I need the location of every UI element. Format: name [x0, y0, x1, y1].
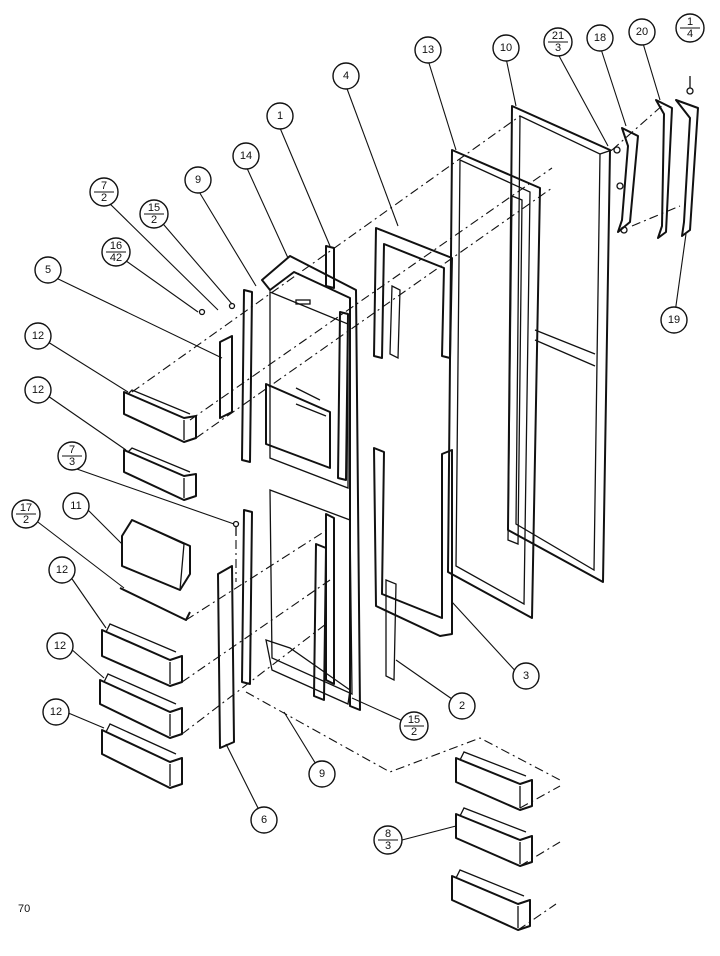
door-bin: [455, 807, 533, 867]
svg-text:10: 10: [500, 42, 512, 54]
callout-13: 13: [414, 36, 442, 64]
door-gasket: [447, 149, 541, 619]
svg-text:15: 15: [408, 714, 420, 726]
callout-17-2: 17 2: [11, 499, 41, 529]
door-liner-upper: [373, 227, 453, 360]
callout-12-b: 12: [24, 376, 52, 404]
callout-4: 4: [332, 62, 360, 90]
svg-text:3: 3: [69, 456, 75, 468]
svg-text:3: 3: [523, 670, 529, 682]
svg-text:17: 17: [20, 502, 32, 514]
callout-6: 6: [250, 806, 278, 834]
callout-21-3: 21 3: [543, 27, 573, 57]
svg-text:2: 2: [101, 192, 107, 204]
door-panel: [507, 105, 613, 583]
svg-text:6: 6: [261, 814, 267, 826]
svg-text:4: 4: [343, 70, 349, 82]
callout-9-lower: 9: [308, 760, 336, 788]
callout-11: 11: [62, 492, 90, 520]
svg-text:21: 21: [552, 30, 564, 42]
callout-12-d: 12: [46, 632, 74, 660]
svg-text:1: 1: [277, 110, 283, 122]
svg-text:12: 12: [54, 640, 66, 652]
door-bin: [455, 751, 533, 811]
svg-text:12: 12: [56, 564, 68, 576]
door-bins-left: [99, 389, 197, 789]
svg-text:2: 2: [151, 214, 157, 226]
svg-text:3: 3: [385, 840, 391, 852]
callout-1-4: 1 4: [675, 13, 705, 43]
dairy-bin: [121, 519, 191, 591]
svg-text:16: 16: [110, 240, 122, 252]
svg-text:15: 15: [148, 202, 160, 214]
svg-text:12: 12: [50, 706, 62, 718]
callout-3: 3: [512, 662, 540, 690]
svg-text:8: 8: [385, 828, 391, 840]
svg-text:1: 1: [687, 16, 693, 28]
svg-text:19: 19: [668, 314, 680, 326]
door-bins-bottom: [451, 751, 533, 931]
svg-text:5: 5: [45, 264, 51, 276]
callout-20: 20: [628, 18, 656, 46]
svg-text:7: 7: [69, 444, 75, 456]
callout-12-c: 12: [48, 556, 76, 584]
callout-7-3: 7 3: [57, 441, 87, 471]
door-handle: [613, 76, 699, 239]
svg-text:2: 2: [23, 514, 29, 526]
svg-text:3: 3: [555, 42, 561, 54]
callout-8-3: 8 3: [373, 825, 403, 855]
svg-text:18: 18: [594, 32, 606, 44]
svg-text:2: 2: [459, 700, 465, 712]
door-bin: [101, 723, 183, 789]
callout-15-2-upper: 15 2: [139, 199, 169, 229]
cabinet-liner: [261, 255, 361, 711]
callout-15-2-lower: 15 2: [399, 711, 429, 741]
callout-12-a: 12: [24, 322, 52, 350]
svg-text:20: 20: [636, 26, 648, 38]
svg-text:12: 12: [32, 384, 44, 396]
leader-lines: [29, 39, 687, 841]
svg-text:12: 12: [32, 330, 44, 342]
trim-strips: [217, 335, 235, 749]
shelf-rail: [119, 587, 191, 621]
door-bin: [451, 869, 531, 931]
svg-text:13: 13: [422, 44, 434, 56]
callout-14: 14: [232, 142, 260, 170]
callout-2: 2: [448, 692, 476, 720]
svg-text:42: 42: [110, 252, 122, 264]
side-rails: [241, 245, 349, 701]
door-bin: [123, 447, 197, 501]
svg-text:9: 9: [319, 768, 325, 780]
door-liner-lower: [373, 447, 453, 682]
callout-1: 1: [266, 102, 294, 130]
callout-5: 5: [34, 256, 62, 284]
svg-text:9: 9: [195, 174, 201, 186]
callout-19: 19: [660, 306, 688, 334]
door-bin: [123, 389, 197, 443]
callout-9-upper: 9: [184, 166, 212, 194]
callout-10: 10: [492, 34, 520, 62]
svg-text:7: 7: [101, 180, 107, 192]
callout-16-42: 16 42: [101, 237, 131, 267]
svg-text:2: 2: [411, 726, 417, 738]
callout-12-e: 12: [42, 698, 70, 726]
svg-text:14: 14: [240, 150, 252, 162]
svg-text:4: 4: [687, 28, 693, 40]
callout-18: 18: [586, 24, 614, 52]
page-number: 70: [18, 903, 30, 915]
svg-text:11: 11: [70, 500, 81, 512]
callout-7-2: 7 2: [89, 177, 119, 207]
